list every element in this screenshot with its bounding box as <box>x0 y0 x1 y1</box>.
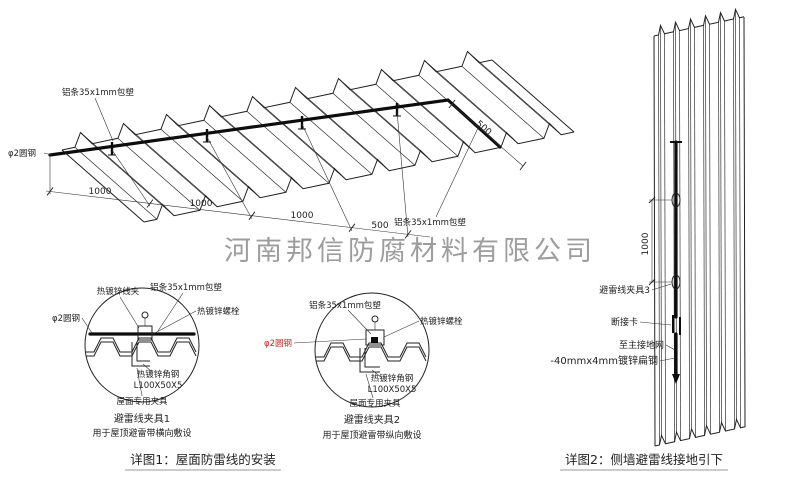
captions: 详图1：屋面防雷线的安装 详图2：侧墙避雷线接地引下 <box>125 452 728 471</box>
caption-fig1: 详图1：屋面防雷线的安装 <box>130 452 275 467</box>
d2-label-round-steel: φ2圆钢 <box>264 338 292 349</box>
d2-label-bolt: 热镀锌螺栓 <box>420 316 463 327</box>
detail-1-clamp <box>137 311 153 341</box>
roof-isometric-view: 1000 1000 1000 500 500 铝条35x1mm包塑 φ2圆钢 铝… <box>8 50 575 239</box>
detail-2-sheet-profile <box>316 342 427 358</box>
label-to-ground-grid: 至主接地网 <box>619 339 664 351</box>
d1-label-wire-clip: 热镀锌线夹 <box>97 286 140 297</box>
detail-1-sheet-profile-lower <box>86 341 197 357</box>
dim-500-slope: 500 <box>474 119 494 138</box>
detail-1-clamp-transverse: 热镀锌线夹 铝条35x1mm包塑 热镀锌螺栓 φ2圆钢 热镀锌角钢 L100X5… <box>52 282 240 439</box>
wall-right-edge <box>743 16 746 428</box>
label-aluminum-strip-top: 铝条35x1mm包塑 <box>62 87 134 98</box>
d2-subtitle: 用于屋顶避雷带纵向敷设 <box>322 429 421 441</box>
d2-label-angle: 热镀锌角钢 <box>371 373 414 384</box>
dim-1000-a: 1000 <box>89 187 112 197</box>
dim-1000-c: 1000 <box>291 211 314 221</box>
roof-corrugation-ribs <box>74 51 562 220</box>
wall-down-conductor <box>670 140 682 384</box>
d2-title: 避雷线夹具2 <box>344 413 400 426</box>
d1-label-angle: 热镀锌角钢 <box>137 369 180 380</box>
wall-dim-1000: 1000 <box>641 232 651 255</box>
d1-label-strip: 铝条35x1mm包塑 <box>150 282 222 293</box>
ground-arrow <box>672 374 680 384</box>
wall-bottom-edge <box>654 417 746 447</box>
roof-top-edge <box>61 50 493 151</box>
detail-2-clamp-longitudinal: 铝条35x1mm包塑 热镀锌螺栓 φ2圆钢 热镀锌角钢 L100X50X5 屋面… <box>264 292 463 441</box>
label-aluminum-strip-right: 铝条35x1mm包塑 <box>394 217 466 228</box>
company-watermark: 河南邦信防腐材料有限公司 <box>224 236 596 267</box>
d1-subtitle: 用于屋顶避雷带横向敷设 <box>92 427 191 439</box>
dimension-extension-lines <box>49 110 409 238</box>
detail-2-angle-steel <box>359 348 380 373</box>
roof-right-edge <box>491 59 575 133</box>
d2-label-angle-spec: L100X50X5 <box>368 385 417 395</box>
d2-label-strip: 铝条35x1mm包塑 <box>309 300 381 311</box>
label-wall-clamp-3: 避雷线夹具3 <box>599 284 650 296</box>
side-wall-view: 1000 避雷线夹具3 断接卡 至主接地网 -40mmx4mm镀锌扁钢 <box>550 7 746 447</box>
detail-2-circle <box>314 292 430 408</box>
detail-2-clamp <box>365 315 385 346</box>
label-disconnect-card: 断接卡 <box>611 316 638 328</box>
detail-1-leaders <box>81 292 197 397</box>
wall-top-edge <box>653 7 745 37</box>
roof-lightning-wire <box>48 98 502 157</box>
detail-2-leaders <box>293 309 420 399</box>
wall-left-edge <box>653 35 656 447</box>
wall-leaders <box>639 283 676 362</box>
label-round-steel-main: φ2圆钢 <box>8 148 36 159</box>
wall-dimension: 1000 <box>641 196 672 286</box>
dim-1000-b: 1000 <box>190 199 213 209</box>
d1-label-round-steel: φ2圆钢 <box>52 313 80 324</box>
caption-fig2: 详图2：侧墙避雷线接地引下 <box>565 452 723 467</box>
d1-label-fixture: 屋面专用夹具 <box>116 396 168 407</box>
roof-wire-clamps <box>108 103 401 156</box>
roof-left-edge <box>61 149 145 223</box>
dim-500-a: 500 <box>371 221 388 231</box>
detail-1-angle-steel <box>131 342 150 367</box>
d1-label-angle-spec: L100X50X5 <box>134 381 183 391</box>
d2-label-fixture: 屋面专用夹具 <box>349 398 401 409</box>
detail-1-circle <box>84 287 200 403</box>
d1-title: 避雷线夹具1 <box>114 412 170 425</box>
roof-annotations: 铝条35x1mm包塑 φ2圆钢 铝条35x1mm包塑 <box>8 87 479 228</box>
detail-1-sheet-profile <box>86 337 197 353</box>
detail-2-sheet-profile-lower <box>316 346 427 362</box>
detail-2-wire-section <box>371 337 378 343</box>
wall-corrugation-ribs <box>658 9 741 446</box>
label-flat-steel: -40mmx4mm镀锌扁钢 <box>550 354 658 367</box>
d1-label-bolt: 热镀锌螺栓 <box>197 306 240 317</box>
